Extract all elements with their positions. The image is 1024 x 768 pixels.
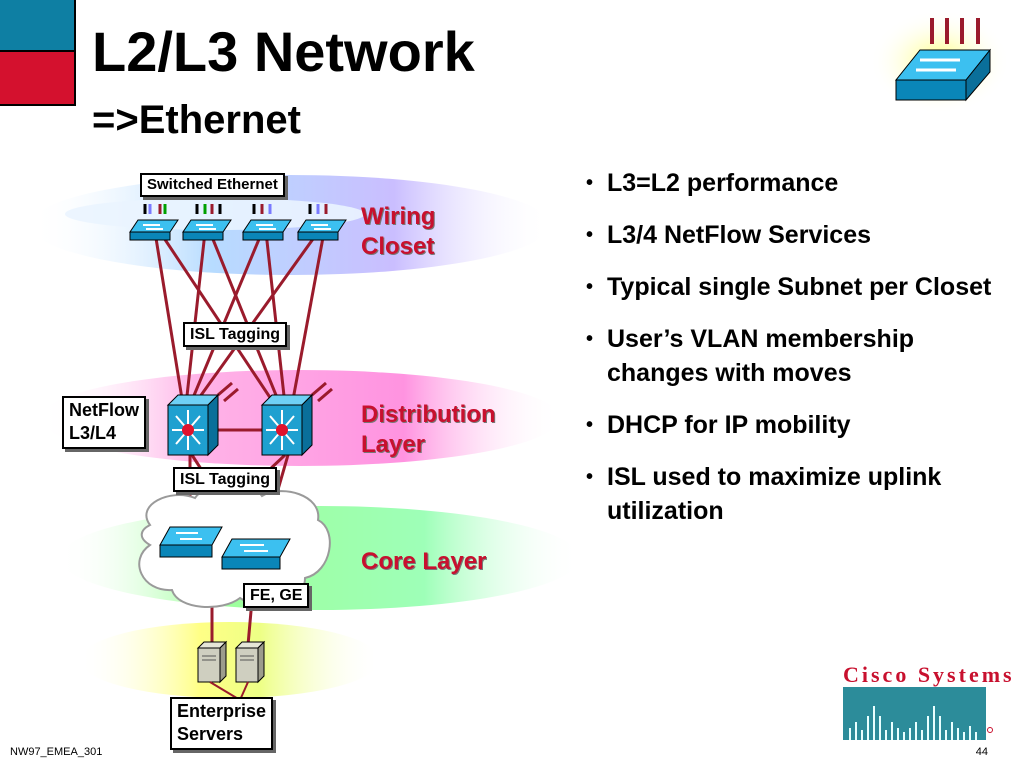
bullet-dot: • [586, 414, 594, 436]
corner-block-red [0, 52, 76, 106]
wiring-closet-line2: Closet [361, 233, 435, 260]
page-number: 44 [975, 746, 988, 758]
router-switch-icon [260, 393, 314, 457]
bullet-list: • L3=L2 performance • L3/4 NetFlow Service… [584, 166, 1004, 546]
slide-title: L2/L3 Network [92, 20, 475, 83]
isl-tagging-upper-label: ISL Tagging [183, 322, 288, 348]
netflow-label-line2: L3/L4 [69, 423, 117, 444]
bullet-item: • DHCP for IP mobility [584, 408, 1004, 442]
bullet-text: L3=L2 performance [607, 169, 839, 197]
bullet-item: • L3/4 NetFlow Services [584, 218, 1004, 252]
bullet-item: • ISL used to maximize uplink utilization [584, 460, 1004, 528]
bullet-text: User’s VLAN membership changes with move… [607, 325, 915, 387]
bullet-text: L3/4 NetFlow Services [607, 221, 872, 249]
enterprise-servers-label: Enterprise Servers [170, 697, 274, 750]
enterprise-servers-line1: Enterprise [177, 701, 267, 721]
cisco-systems-wordmark: Cisco Systems [843, 662, 1015, 687]
switched-ethernet-label: Switched Ethernet [140, 173, 285, 197]
distribution-layer-label: Distribution Layer [361, 400, 496, 460]
bullet-item: • L3=L2 performance [584, 166, 1004, 200]
distribution-layer-line2: Layer [361, 431, 426, 458]
switch-icon [159, 526, 223, 558]
switch-icon [129, 219, 179, 241]
stub-lines [217, 381, 333, 403]
slide-subtitle: =>Ethernet [92, 98, 301, 142]
wiring-closet-line1: Wiring [361, 203, 436, 230]
bullet-dot: • [586, 466, 594, 488]
bullet-text: DHCP for IP mobility [607, 411, 851, 439]
bullet-text: ISL used to maximize uplink utilization [607, 463, 942, 525]
switch-icon [297, 219, 347, 241]
router-switch-icon [166, 393, 220, 457]
cisco-logo-icon [843, 687, 993, 740]
bullet-dot: • [586, 276, 594, 298]
footer-code: NW97_EMEA_301 [10, 746, 103, 758]
wiring-closet-label: Wiring Closet [361, 202, 435, 262]
server-icon [234, 640, 266, 684]
fe-ge-label: FE, GE [243, 583, 310, 609]
bullet-item: • Typical single Subnet per Closet [584, 270, 1004, 304]
switch-icon [182, 219, 232, 241]
bullet-dot: • [586, 328, 594, 350]
switch-icon [242, 219, 292, 241]
switch-icon [221, 538, 291, 570]
uplink-lines [153, 231, 326, 646]
isl-tagging-lower-label: ISL Tagging [173, 467, 278, 493]
switch-icon [894, 18, 992, 102]
netflow-label: NetFlow L3/L4 [62, 396, 146, 449]
bullet-item: • User’s VLAN membership changes with mov… [584, 322, 1004, 390]
corner-block-blue [0, 0, 76, 52]
access-port-stubs [143, 204, 328, 214]
distribution-layer-line1: Distribution [361, 401, 496, 428]
bullet-text: Typical single Subnet per Closet [607, 273, 992, 301]
core-layer-label: Core Layer [361, 548, 487, 575]
bullet-dot: • [586, 172, 594, 194]
netflow-label-line1: NetFlow [69, 400, 139, 420]
server-icon [196, 640, 228, 684]
enterprise-servers-line2: Servers [177, 724, 244, 745]
bullet-dot: • [586, 224, 594, 246]
